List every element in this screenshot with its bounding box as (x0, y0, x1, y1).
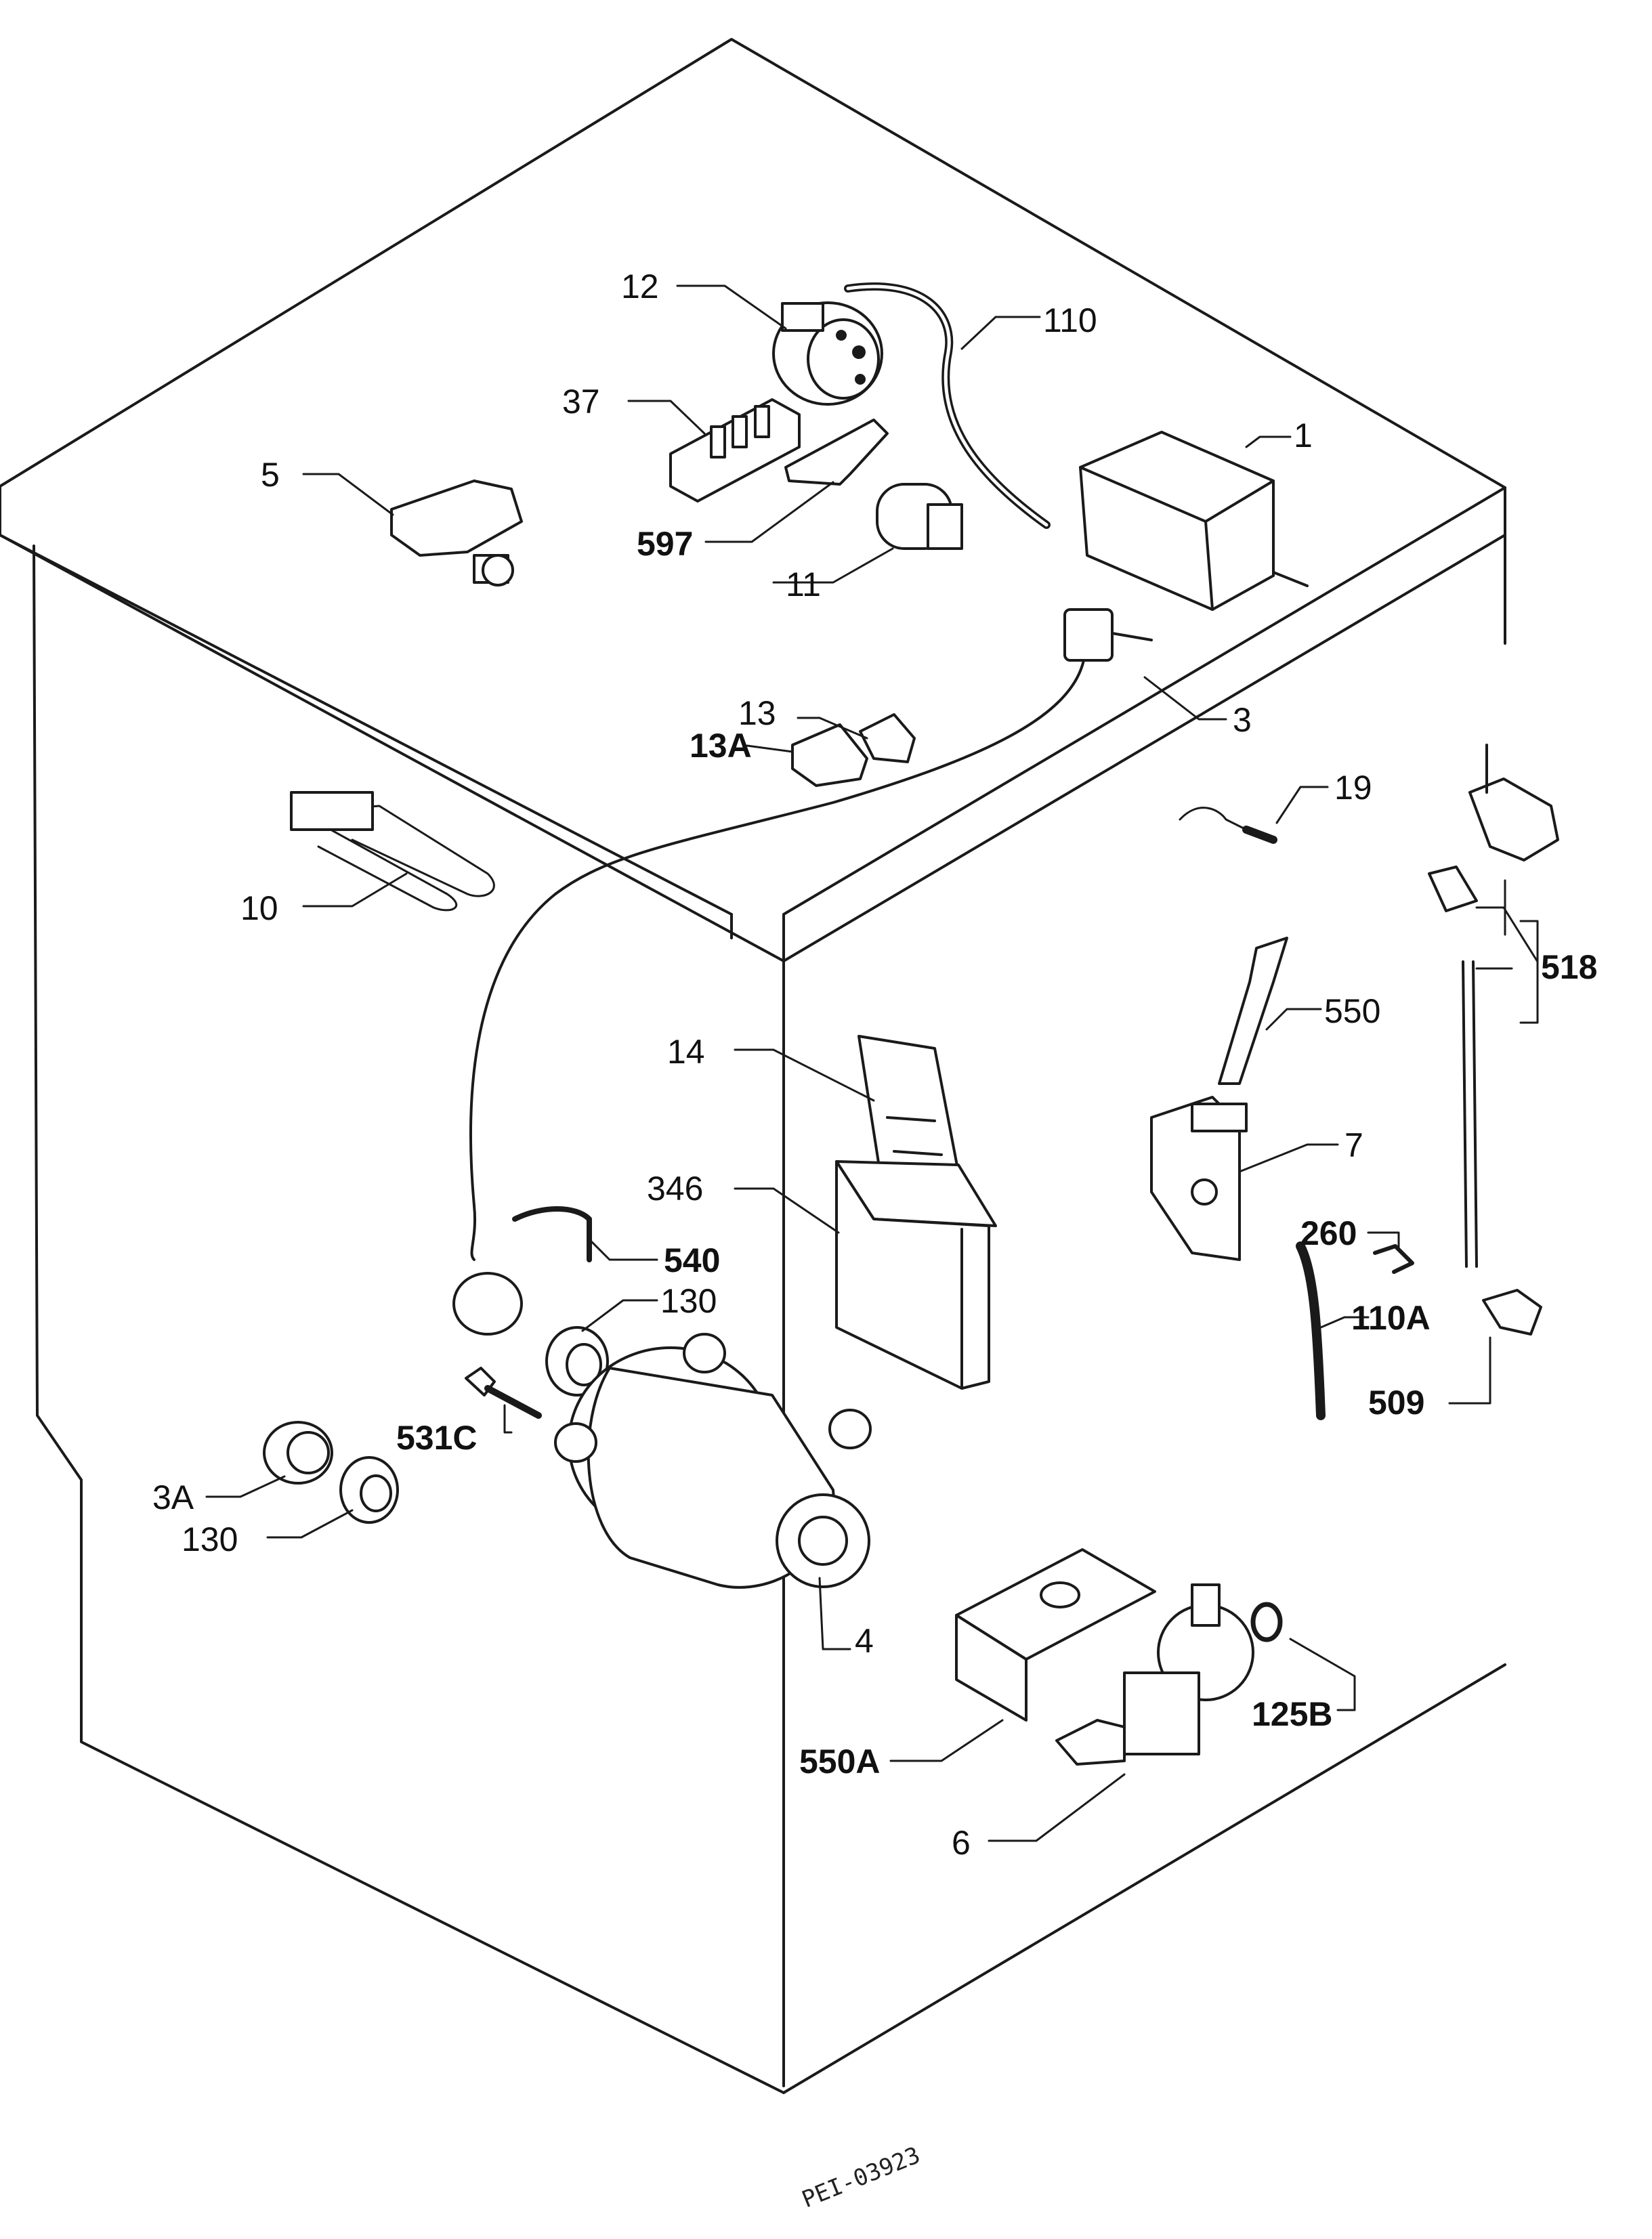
connector-13-part (859, 713, 916, 763)
switch-3-part (1063, 608, 1153, 662)
motor-4-part (554, 1333, 872, 1589)
thermistor-19-part (1179, 807, 1277, 844)
label-550a: 550A (799, 1743, 881, 1780)
cabinet-top-front-edge (0, 534, 733, 916)
diagram-code: PEI-03923 (798, 2141, 924, 2213)
label-4: 4 (855, 1622, 874, 1660)
extra-part-labels: 110A 125B (1252, 1299, 1431, 1733)
terminal-block-part (669, 398, 801, 503)
cable-3 (469, 659, 1085, 1261)
capacitor-part (876, 483, 963, 550)
lever-550-part (1218, 937, 1288, 1085)
label-346: 346 (647, 1170, 703, 1208)
label-260: 260 (1300, 1214, 1357, 1252)
grommet-part (452, 1272, 523, 1336)
label-13a: 13A (690, 727, 752, 765)
label-110: 110 (1043, 301, 1097, 339)
label-11: 11 (786, 566, 821, 603)
pressure-switch-part (772, 301, 883, 406)
hose-110a-part (1296, 1241, 1326, 1420)
door-lock-7-part (1150, 1096, 1248, 1261)
bracket-597-part (784, 419, 889, 486)
label-550: 550 (1324, 992, 1380, 1030)
heater-10-part (290, 791, 495, 912)
seal-130-upper-part (545, 1326, 609, 1396)
switch-3a-part (263, 1421, 333, 1485)
label-13: 13 (738, 694, 776, 732)
label-3: 3 (1233, 701, 1252, 739)
programmer-part (1079, 431, 1309, 611)
seal-130-lower-part (339, 1456, 399, 1524)
clip-260-part (1373, 1244, 1414, 1274)
screw-531c-part (465, 1367, 542, 1419)
label-509: 509 (1368, 1384, 1424, 1422)
cabinet-left-side (33, 545, 785, 2094)
cabinet-top-right-edge (782, 534, 1506, 962)
label-5: 5 (261, 456, 280, 494)
rod-518-part (1428, 744, 1559, 1268)
hose-110 (844, 282, 1051, 529)
hose-110-inner (846, 284, 1049, 527)
dispenser-346-part (835, 1160, 997, 1390)
leader-lines (205, 284, 1539, 1842)
bracket-518 (1519, 920, 1539, 1024)
label-6: 6 (952, 1824, 971, 1862)
wire-540-part (512, 1206, 592, 1262)
label-14: 14 (667, 1033, 705, 1071)
latch-509-part (1482, 1289, 1542, 1336)
shield-550a-part (955, 1548, 1156, 1722)
label-110a-shown: 110A (1351, 1299, 1431, 1337)
valve-5-part (390, 479, 523, 587)
label-1: 1 (1294, 417, 1313, 454)
cabinet-base-right (782, 1663, 1506, 2094)
label-12: 12 (621, 268, 659, 305)
label-125b-shown: 125B (1252, 1695, 1333, 1733)
label-19: 19 (1334, 769, 1372, 807)
cabinet-top-outline (0, 38, 1506, 962)
label-7: 7 (1344, 1126, 1363, 1164)
label-518: 518 (1541, 948, 1597, 986)
pump-6-part (1055, 1583, 1254, 1766)
label-10: 10 (240, 889, 278, 927)
connector-13a-part (791, 723, 868, 787)
label-531c: 531C (396, 1419, 478, 1457)
label-130-upper: 130 (660, 1282, 717, 1320)
label-130-lower: 130 (182, 1520, 238, 1558)
cabinet-outline (0, 38, 1506, 2094)
label-540: 540 (664, 1241, 720, 1279)
label-597: 597 (637, 525, 693, 563)
label-3a: 3A (152, 1478, 194, 1516)
label-37: 37 (562, 383, 600, 421)
seal-125b-part (1250, 1602, 1283, 1642)
